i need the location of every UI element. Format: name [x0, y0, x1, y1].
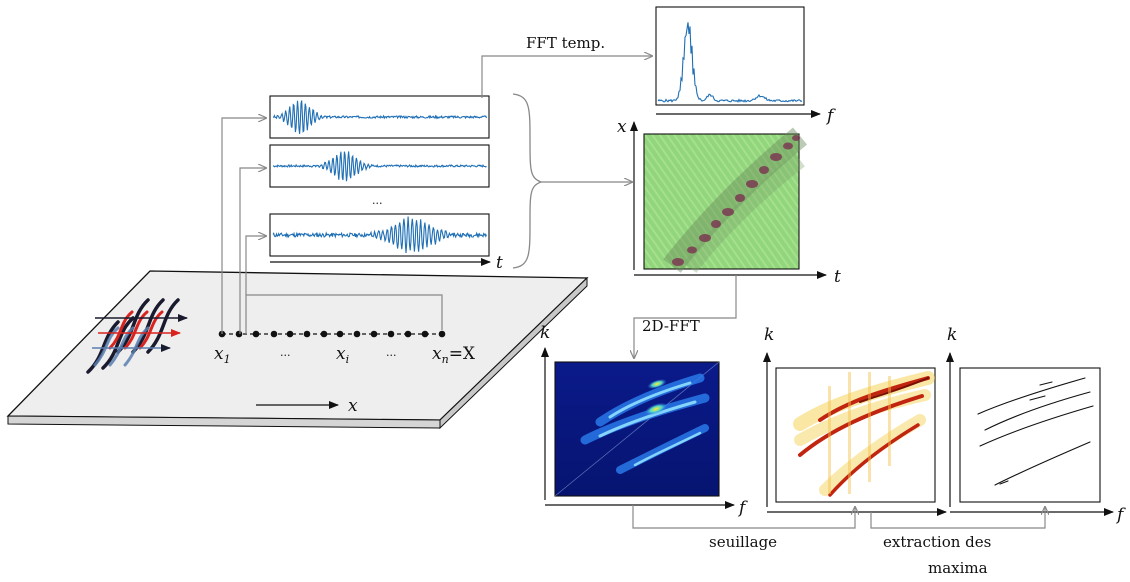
- signal-trace-n: [272, 216, 488, 254]
- spectrum-trace: [657, 22, 803, 103]
- svg-text:k: k: [764, 325, 774, 345]
- spectrum-plot: f: [655, 6, 836, 126]
- time-signals: ... t: [269, 95, 503, 273]
- svg-text:x: x: [617, 117, 627, 137]
- xn-label: xn=X: [432, 344, 476, 366]
- wave-trajectory: [663, 127, 808, 273]
- extraction-label-line1: extraction des: [883, 533, 991, 551]
- signal-trace-2: [272, 151, 487, 182]
- x1-label: x1: [214, 344, 231, 366]
- signals-ellipsis: ...: [372, 194, 383, 207]
- svg-text:f: f: [825, 106, 836, 126]
- svg-text:f: f: [737, 498, 748, 518]
- space-time-map: x t: [617, 117, 841, 287]
- svg-text:f: f: [1115, 505, 1126, 525]
- svg-text:t: t: [496, 253, 503, 273]
- dots-left: ...: [280, 346, 291, 359]
- guided-waves-illustration: [86, 298, 188, 374]
- kf-map-raw: k f: [540, 323, 748, 518]
- grouping-brace: [512, 93, 543, 269]
- plate-x-axis: x: [256, 396, 358, 416]
- xi-label: xi: [336, 344, 349, 366]
- fft2d-connector: [634, 275, 737, 358]
- signal-trace-1: [272, 100, 488, 134]
- svg-text:x: x: [348, 396, 358, 416]
- processing-connectors: [632, 505, 1045, 529]
- sensor-labels: x1 ... xi ... xn=X: [214, 344, 476, 366]
- sensor-connectors: [221, 118, 443, 334]
- fft-temp-connector: [481, 56, 652, 98]
- dots-right: ...: [386, 346, 397, 359]
- sensor-array: [218, 330, 446, 338]
- kf-map-thresholded: k: [763, 325, 947, 516]
- kf-map-maxima: k f: [946, 325, 1126, 525]
- fft-temp-label: FFT temp.: [526, 34, 605, 52]
- svg-text:k: k: [947, 325, 957, 345]
- svg-text:k: k: [540, 323, 550, 343]
- svg-text:t: t: [834, 267, 841, 287]
- seuillage-label: seuillage: [709, 533, 777, 551]
- extraction-label-line2: maxima: [928, 559, 988, 577]
- fft2d-label: 2D-FFT: [642, 317, 700, 335]
